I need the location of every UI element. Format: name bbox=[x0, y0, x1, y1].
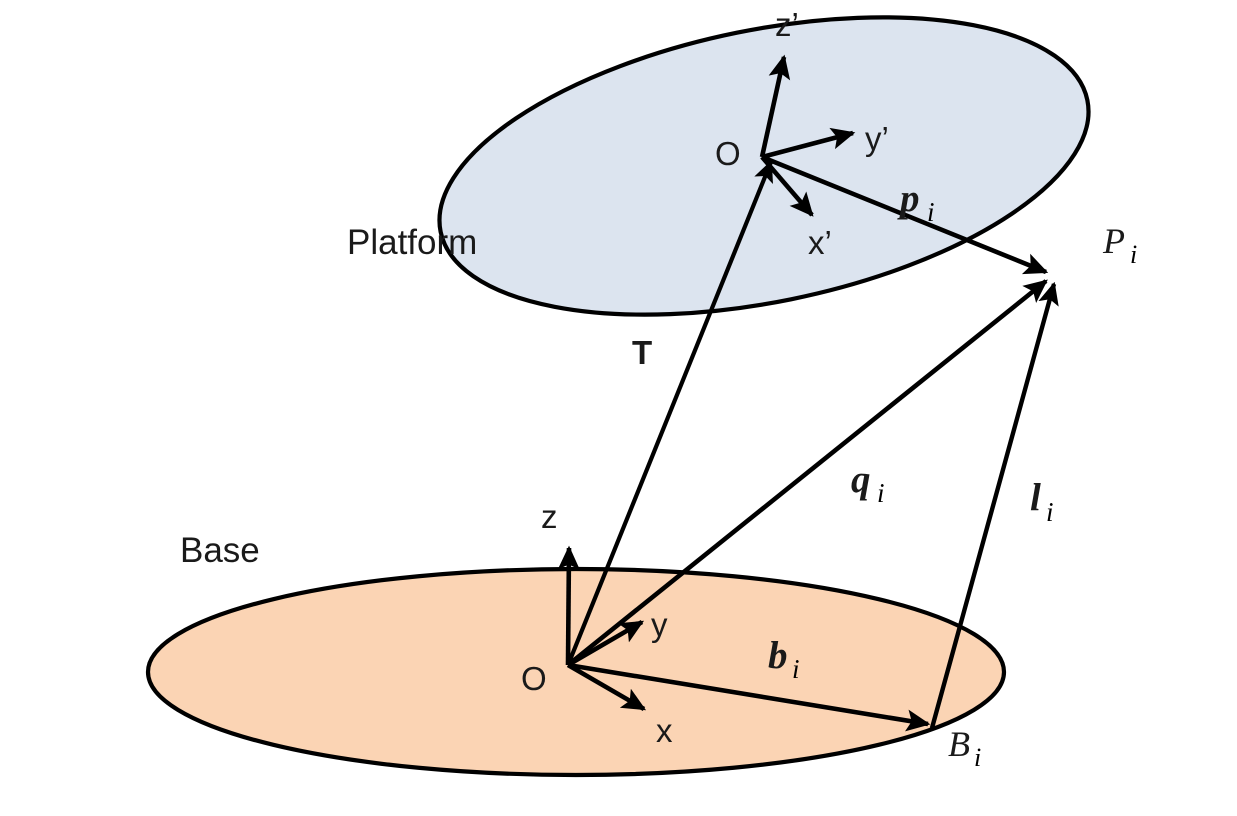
platform-axis-x-line bbox=[760, 155, 814, 217]
platform-attachment-point-main: P bbox=[1102, 221, 1125, 261]
platform-axis-z-label: z’ bbox=[775, 6, 799, 43]
base-origin-label: O bbox=[521, 660, 547, 697]
vector-q-label-main: q bbox=[851, 458, 871, 501]
platform-axis-y-line bbox=[761, 127, 856, 160]
base-axis-x-line bbox=[566, 663, 647, 711]
vector-p-label: p i bbox=[897, 177, 935, 227]
vector-b-label: b i bbox=[768, 634, 800, 684]
vector-T-label: T bbox=[632, 334, 652, 371]
vector-b-label-sub: i bbox=[792, 654, 800, 684]
platform-axis-x-label: x’ bbox=[808, 224, 832, 261]
base-axis-y-label: y bbox=[651, 606, 668, 643]
vector-p-line bbox=[761, 154, 1049, 275]
platform-attachment-point-label: P i bbox=[1102, 221, 1137, 269]
vector-l-label: l i bbox=[1030, 476, 1054, 527]
base-attachment-point-label: B i bbox=[948, 724, 981, 772]
vector-l-label-main: l bbox=[1030, 476, 1041, 519]
vector-l-label-sub: i bbox=[1046, 497, 1054, 527]
platform-caption: Platform bbox=[347, 223, 477, 262]
base-attachment-point-sub: i bbox=[974, 743, 981, 772]
vector-p-label-sub: i bbox=[927, 197, 935, 227]
vector-p-label-main: p bbox=[897, 177, 920, 220]
platform-attachment-point-sub: i bbox=[1130, 240, 1137, 269]
vector-b-line bbox=[567, 662, 931, 732]
base-axis-y-line bbox=[566, 620, 645, 667]
vector-q-label: q i bbox=[851, 458, 885, 508]
platform-origin-label: O bbox=[715, 135, 741, 172]
base-caption: Base bbox=[180, 531, 260, 570]
vector-q-label-sub: i bbox=[877, 478, 885, 508]
platform-axis-z-line bbox=[759, 54, 791, 158]
vector-T-line bbox=[566, 159, 773, 666]
vector-b-label-main: b bbox=[768, 634, 788, 677]
platform-axis-y-label: y’ bbox=[865, 120, 889, 157]
vector-q-line bbox=[566, 279, 1048, 667]
base-axis-z-line bbox=[557, 545, 580, 666]
vector-l-line bbox=[929, 281, 1059, 729]
base-axis-x-label: x bbox=[656, 712, 673, 749]
base-axis-z-label: z bbox=[541, 498, 558, 535]
base-attachment-point-main: B bbox=[948, 724, 970, 764]
